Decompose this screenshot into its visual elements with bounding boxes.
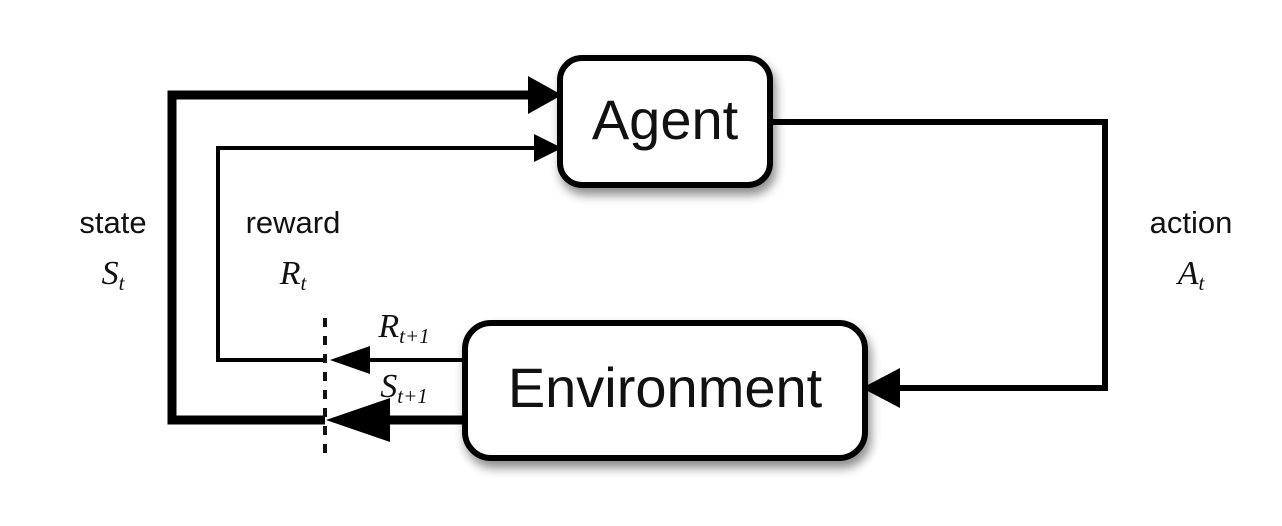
action-symbol-label: At (1176, 255, 1206, 295)
action-word-label: action (1150, 205, 1233, 240)
next-reward-symbol: R (377, 308, 399, 345)
reward-arrowhead (534, 134, 562, 162)
next-reward-symbol-subscript: t+1 (399, 324, 430, 348)
action-arrowhead (862, 368, 900, 408)
environment-label: Environment (508, 356, 823, 419)
reward-word-label: reward (246, 205, 341, 240)
state-symbol: S (102, 255, 119, 292)
agent-node[interactable] (557, 55, 773, 188)
action-symbol: A (1176, 255, 1199, 292)
next-state-symbol: S (380, 368, 397, 405)
action-flow-line (770, 119, 1108, 391)
state-word-label: state (79, 205, 146, 240)
next-reward-arrowhead (330, 346, 370, 374)
agent-label: Agent (592, 88, 739, 151)
environment-box[interactable] (462, 320, 868, 461)
reward-symbol-label: Rt (279, 255, 308, 295)
next-state-arrowhead (326, 398, 390, 442)
state-flow-line (167, 90, 530, 425)
state-symbol-subscript: t (119, 271, 126, 295)
agent-box[interactable] (557, 55, 773, 188)
next-reward-symbol-label: Rt+1 (377, 308, 429, 348)
reward-flow-line (216, 146, 536, 362)
state-symbol-label: St (102, 255, 126, 295)
action-symbol-subscript: t (1198, 271, 1205, 295)
reward-symbol: R (279, 255, 301, 292)
next-state-symbol-subscript: t+1 (397, 384, 428, 408)
environment-node[interactable] (462, 320, 868, 461)
reward-symbol-subscript: t (300, 271, 307, 295)
state-arrowhead (528, 76, 562, 114)
next-state-symbol-label: St+1 (380, 368, 428, 408)
